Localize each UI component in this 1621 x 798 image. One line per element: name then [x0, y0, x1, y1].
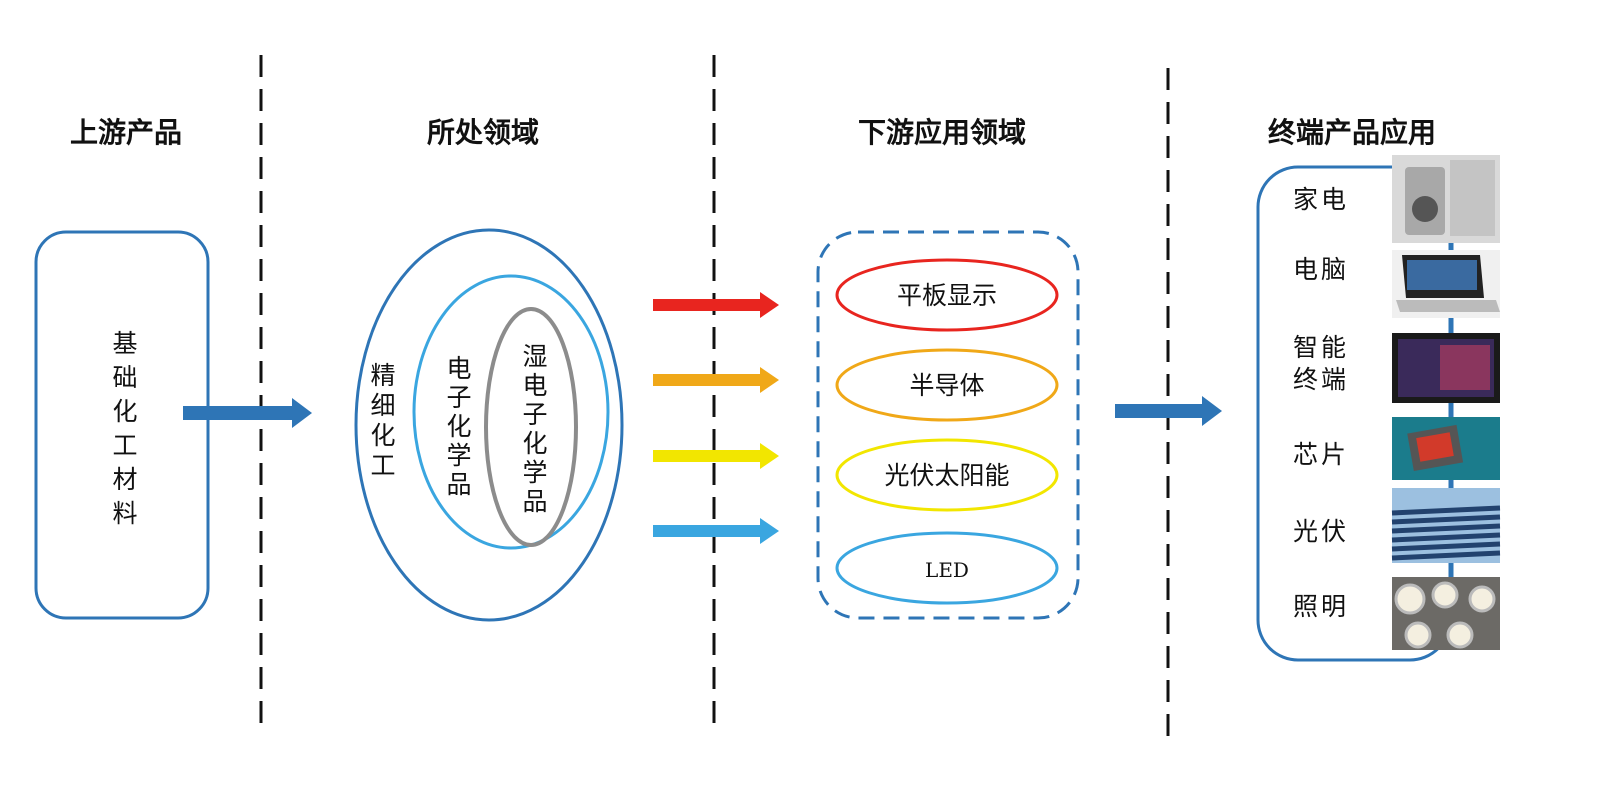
- appliances-image: [1392, 155, 1500, 243]
- downstream-label: LED: [925, 558, 969, 582]
- tablet-image: [1392, 333, 1500, 403]
- ellipse-wet-electronic-chemicals: [484, 307, 578, 547]
- upstream-label: 基础化工材料: [109, 330, 138, 534]
- wet-electronic-chemicals-label: 湿电子化学品: [519, 343, 548, 517]
- terminal-label: 电脑: [1293, 255, 1350, 284]
- downstream-item: 平板显示: [835, 258, 1059, 332]
- terminal-box: [1256, 165, 1452, 662]
- header-terminal: 终端产品应用: [1268, 116, 1436, 149]
- lighting-image: [1392, 577, 1500, 650]
- header-downstream: 下游应用领域: [858, 116, 1026, 149]
- terminal-label: 光伏: [1293, 517, 1350, 546]
- downstream-item: LED: [835, 531, 1059, 605]
- colored-arrow: [653, 292, 779, 318]
- upstream-box: [34, 230, 210, 620]
- terminal-label: 智能终端: [1293, 333, 1350, 394]
- fine-chemicals-label: 精细化工: [367, 362, 396, 482]
- ellipse-electronic-chemicals: [412, 274, 610, 550]
- electronic-chemicals-label: 电子化学品: [443, 355, 472, 500]
- downstream-label: 半导体: [909, 371, 984, 400]
- header-field: 所处领域: [427, 116, 539, 149]
- arrow-downstream-to-terminal: [1115, 396, 1222, 426]
- terminal-label: 家电: [1293, 185, 1350, 214]
- colored-arrow: [653, 443, 779, 469]
- header-upstream: 上游产品: [70, 116, 182, 149]
- downstream-label: 平板显示: [897, 281, 997, 310]
- downstream-item: 半导体: [835, 348, 1059, 422]
- arrow-upstream-to-field: [183, 398, 312, 428]
- terminal-label: 芯片: [1293, 440, 1350, 469]
- ellipse-fine-chemicals: [354, 228, 624, 622]
- colored-arrow: [653, 518, 779, 544]
- downstream-box: [816, 230, 1080, 620]
- solar-panel-image: [1391, 488, 1501, 563]
- downstream-label: 光伏太阳能: [884, 461, 1009, 490]
- downstream-item: 光伏太阳能: [835, 438, 1059, 512]
- chip-image: [1392, 417, 1500, 480]
- colored-arrow: [653, 367, 779, 393]
- laptop-image: [1392, 250, 1500, 318]
- terminal-label: 照明: [1293, 592, 1350, 621]
